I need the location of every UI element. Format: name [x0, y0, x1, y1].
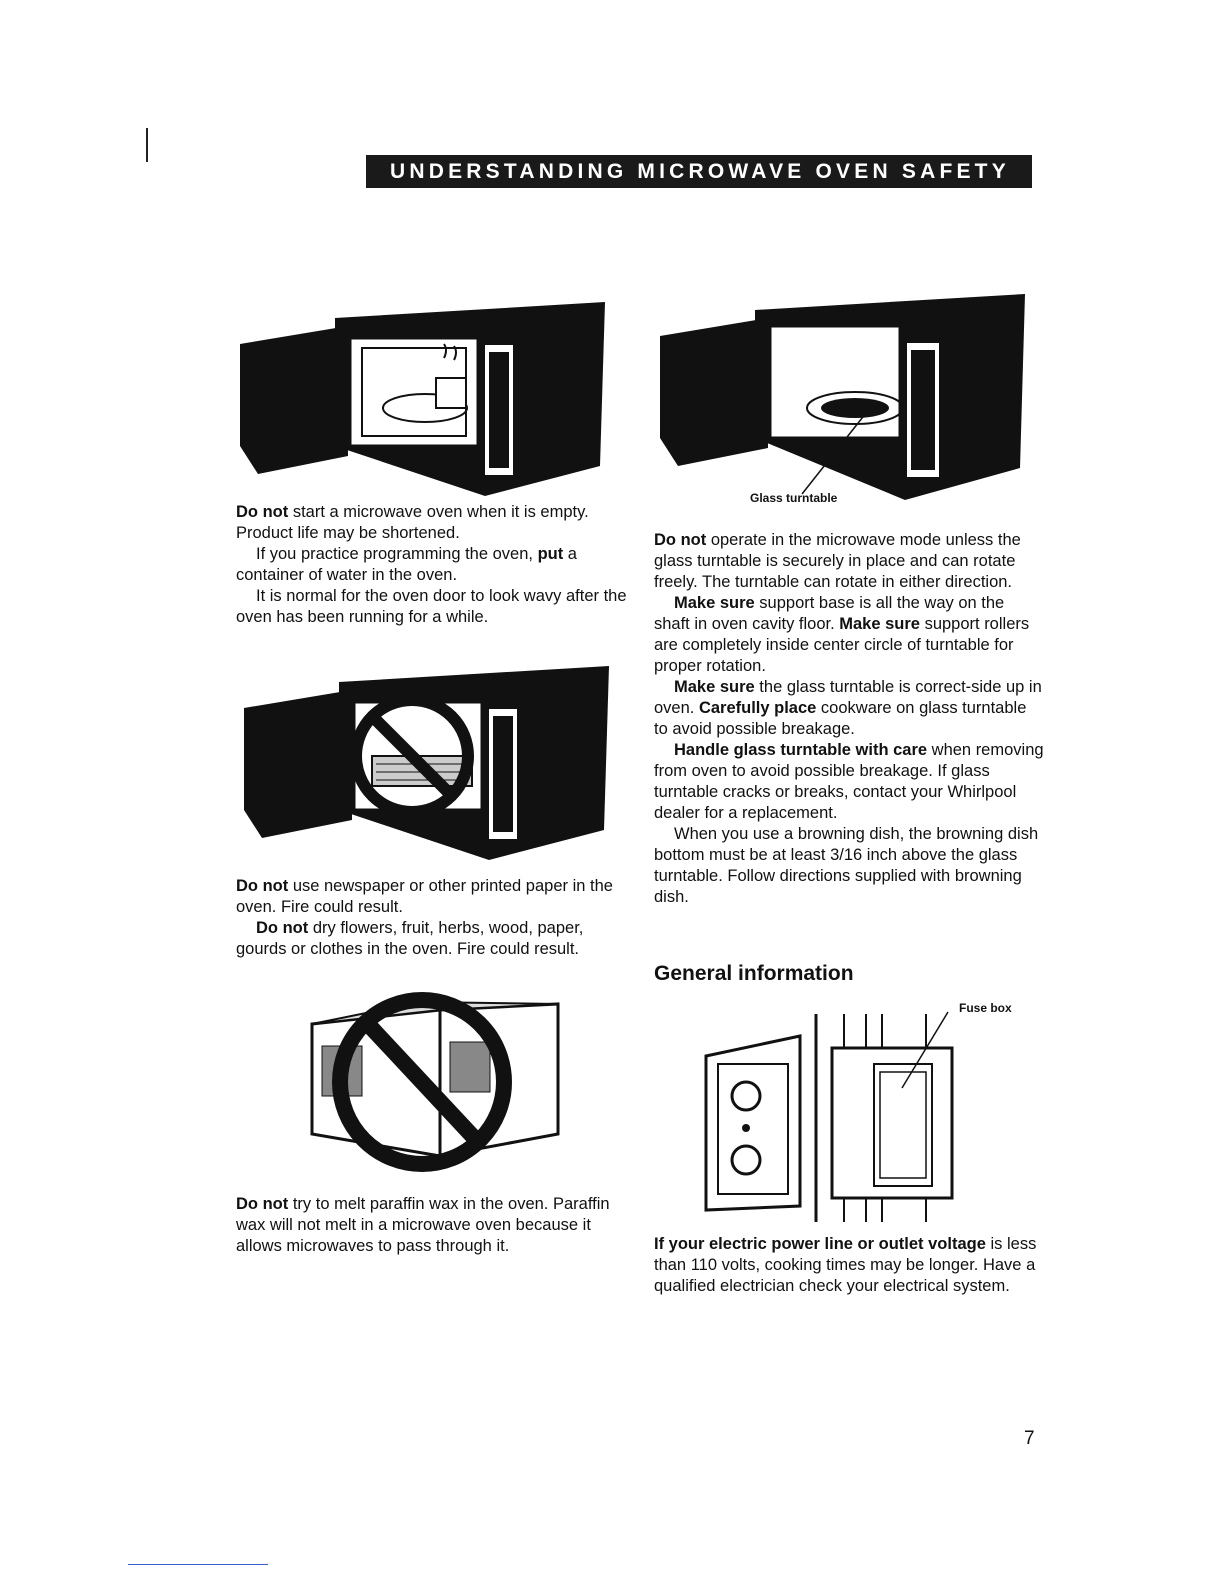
turntable-instructions: Do not operate in the microwave mode unl… [654, 530, 1044, 908]
turntable-caption: Glass turntable [750, 491, 838, 505]
section-title: General information [654, 962, 854, 985]
paragraph: Do not dry flowers, fruit, herbs, wood, … [236, 919, 584, 958]
empty-oven-warning: Do not start a microwave oven when it is… [236, 502, 636, 628]
paragraph: If your electric power line or outlet vo… [654, 1235, 1037, 1295]
paragraph: Do not use newspaper or other printed pa… [236, 877, 613, 916]
microwave-cup-illustration [240, 296, 610, 496]
paragraph: Make sure support base is all the way on… [654, 594, 1030, 675]
margin-mark [146, 128, 148, 162]
page-number: 7 [1024, 1428, 1035, 1449]
paragraph: It is normal for the oven door to look w… [236, 587, 627, 626]
paragraph: If you practice programming the oven, pu… [236, 545, 577, 584]
section-header: UNDERSTANDING MICROWAVE OVEN SAFETY [366, 155, 1032, 188]
footer-rule [128, 1564, 268, 1565]
paragraph: Make sure the glass turntable is correct… [654, 678, 1042, 738]
paragraph: Do not start a microwave oven when it is… [236, 503, 589, 542]
fuse-box-caption: Fuse box [959, 1001, 1012, 1015]
paraffin-wax-illustration [300, 984, 560, 1184]
paragraph: Do not operate in the microwave mode unl… [654, 531, 1021, 591]
microwave-turntable-illustration [660, 288, 1030, 500]
printed-paper-warning: Do not use newspaper or other printed pa… [236, 876, 636, 960]
paragraph: When you use a browning dish, the browni… [654, 825, 1039, 906]
paragraph: Handle glass turntable with care when re… [654, 741, 1044, 822]
paraffin-warning: Do not try to melt paraffin wax in the o… [236, 1194, 636, 1257]
paragraph: Do not try to melt paraffin wax in the o… [236, 1195, 610, 1255]
outlet-fuse-box-illustration [704, 1010, 964, 1226]
voltage-info: If your electric power line or outlet vo… [654, 1234, 1044, 1297]
microwave-newspaper-illustration [244, 660, 614, 860]
